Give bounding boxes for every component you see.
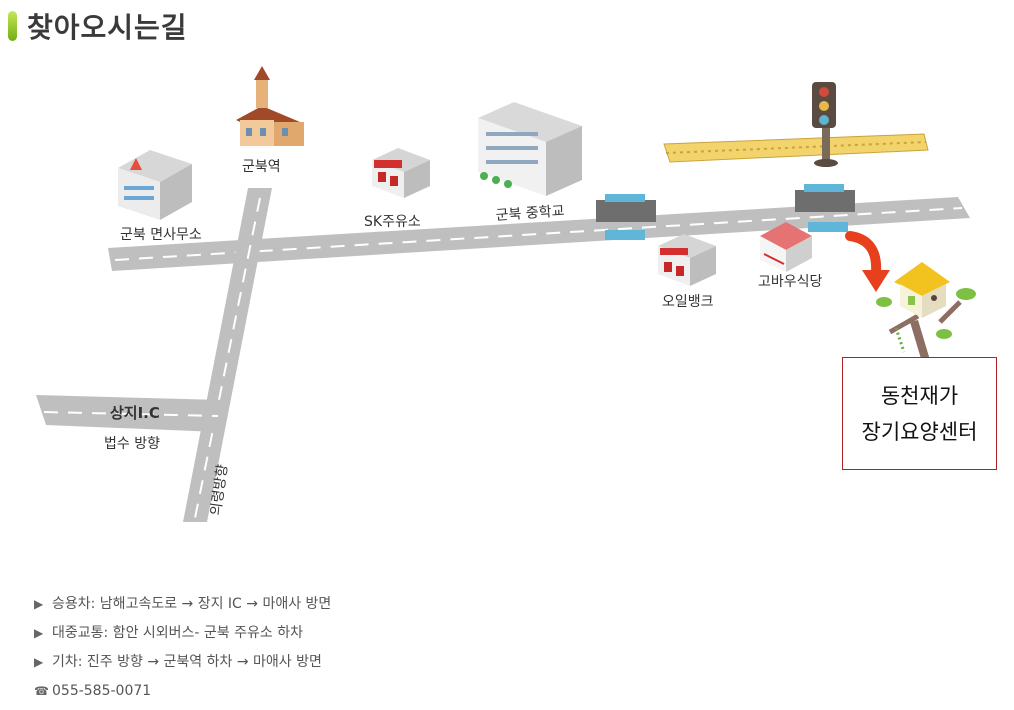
destination-box: 동천재가 장기요양센터: [842, 357, 997, 470]
traffic-light-icon: [812, 82, 838, 167]
arrow-icon: [845, 231, 890, 292]
label-oil-bank: 오일뱅크: [662, 294, 714, 310]
vertical-road-lane: [194, 197, 261, 519]
phone-item: ☎ 055-585-0071: [34, 677, 331, 706]
main-road: [108, 197, 970, 271]
destination-line1: 동천재가: [880, 383, 959, 408]
label-myeonsamuso: 군북 면사무소: [120, 227, 202, 243]
office-building-icon: [118, 150, 192, 220]
directions-item: ▶ 승용차: 남해고속도로 → 장지 IC → 마애사 방면: [34, 590, 331, 619]
bullet-icon: ▶: [34, 655, 44, 669]
directions-text: 대중교통: 함안 시외버스- 군북 주유소 하차: [52, 625, 303, 641]
location-map: 군북역 군북 면사무소 SK주유소 군북 중학교 오일뱅크 고바우식당 상지I.…: [36, 66, 976, 522]
destination-line2: 장기요양센터: [861, 419, 978, 444]
station-building-icon: [236, 66, 304, 146]
directions-text: 승용차: 남해고속도로 → 장지 IC → 마애사 방면: [52, 596, 332, 612]
page-header: 찾아오시는길: [8, 6, 188, 46]
roads: [36, 188, 970, 522]
title-marker-icon: [8, 11, 17, 41]
label-sangji-ic: 상지I.C: [110, 404, 160, 422]
restaurant-icon: [760, 222, 812, 272]
school-building-icon: [478, 102, 582, 196]
label-uiryeong: 의령방향: [208, 463, 231, 516]
overpass-left: [596, 194, 656, 240]
directions-list: ▶ 승용차: 남해고속도로 → 장지 IC → 마애사 방면 ▶ 대중교통: 함…: [34, 590, 331, 706]
directions-item: ▶ 기차: 진주 방향 → 군북역 하차 → 마애사 방면: [34, 648, 331, 677]
house-tree-icon: [876, 262, 976, 362]
page-title: 찾아오시는길: [27, 11, 188, 44]
oil-bank-icon: [658, 234, 716, 286]
label-middle-school: 군북 중학교: [495, 203, 565, 224]
overpass-right: [795, 184, 855, 232]
label-beopsu: 법수 방향: [104, 436, 160, 452]
gas-station-icon: [372, 148, 430, 198]
directions-text: 기차: 진주 방향 → 군북역 하차 → 마애사 방면: [52, 654, 322, 670]
vertical-road: [183, 188, 272, 522]
bullet-icon: ▶: [34, 626, 44, 640]
label-sk-station: SK주유소: [364, 214, 421, 230]
railroad-track-icon: [663, 133, 929, 163]
label-restaurant: 고바우식당: [758, 274, 823, 290]
main-road-lane: [114, 207, 963, 261]
phone-number: 055-585-0071: [52, 683, 152, 699]
phone-icon: ☎: [34, 684, 49, 698]
label-gunbuk-station: 군북역: [242, 159, 281, 175]
ic-road-lane: [43, 411, 219, 417]
bullet-icon: ▶: [34, 597, 44, 611]
directions-item: ▶ 대중교통: 함안 시외버스- 군북 주유소 하차: [34, 619, 331, 648]
